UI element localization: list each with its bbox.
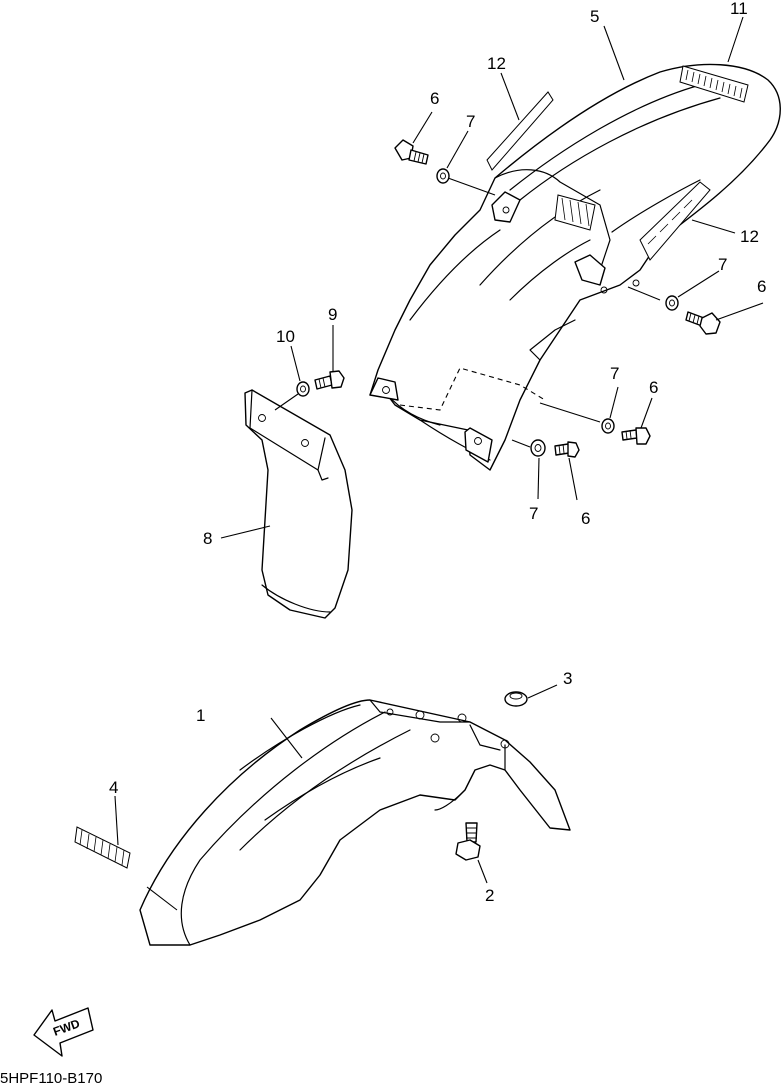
rear-fender-side-decal <box>554 181 711 261</box>
front-fender-grommet <box>504 691 528 707</box>
collar-right <box>665 295 679 311</box>
callout-labels: 1 2 3 4 5 6 6 6 6 7 7 7 7 8 9 10 11 12 1… <box>109 0 766 905</box>
callout-6-lower-right: 6 <box>649 378 658 397</box>
flange-bolt-bottom <box>554 441 580 458</box>
callout-6-bottom: 6 <box>581 509 590 528</box>
callout-1: 1 <box>196 706 205 725</box>
mud-flap <box>244 389 353 619</box>
callout-4: 4 <box>109 778 118 797</box>
callout-6-upper-left: 6 <box>430 89 439 108</box>
leader-lines <box>114 16 764 911</box>
collar-bottom <box>530 439 546 457</box>
rear-fender-logo-decal <box>679 65 749 103</box>
front-fender-decal <box>74 826 131 869</box>
callout-7-bottom: 7 <box>529 504 538 523</box>
front-fender <box>139 699 571 946</box>
callout-8: 8 <box>203 529 212 548</box>
callout-5: 5 <box>590 7 599 26</box>
callout-7-upper-left: 7 <box>466 112 475 131</box>
flange-bolt-right <box>685 311 721 335</box>
collar-upper-left <box>436 168 450 184</box>
flange-bolt-lower-right <box>621 427 651 445</box>
rear-fender <box>369 63 781 471</box>
mud-flap-bolt <box>314 370 345 390</box>
callout-2: 2 <box>485 886 494 905</box>
callout-10: 10 <box>276 327 295 346</box>
drawing-code: 5HPF110-B170 <box>0 1070 102 1085</box>
front-fender-bolt <box>455 822 481 861</box>
callout-3: 3 <box>563 669 572 688</box>
loose-side-decal <box>486 91 554 171</box>
callout-9: 9 <box>328 305 337 324</box>
callout-7-right: 7 <box>718 255 727 274</box>
callout-7-lower-right: 7 <box>610 364 619 383</box>
callout-12-right: 12 <box>740 227 759 246</box>
flange-bolt-upper-left <box>394 139 429 165</box>
mud-flap-washer <box>296 381 310 397</box>
callout-11: 11 <box>730 0 748 18</box>
forward-direction-arrow: FWD <box>33 1007 94 1057</box>
callout-12-upper: 12 <box>487 54 506 73</box>
callout-6-right: 6 <box>757 277 766 296</box>
collar-lower-right <box>601 418 615 434</box>
